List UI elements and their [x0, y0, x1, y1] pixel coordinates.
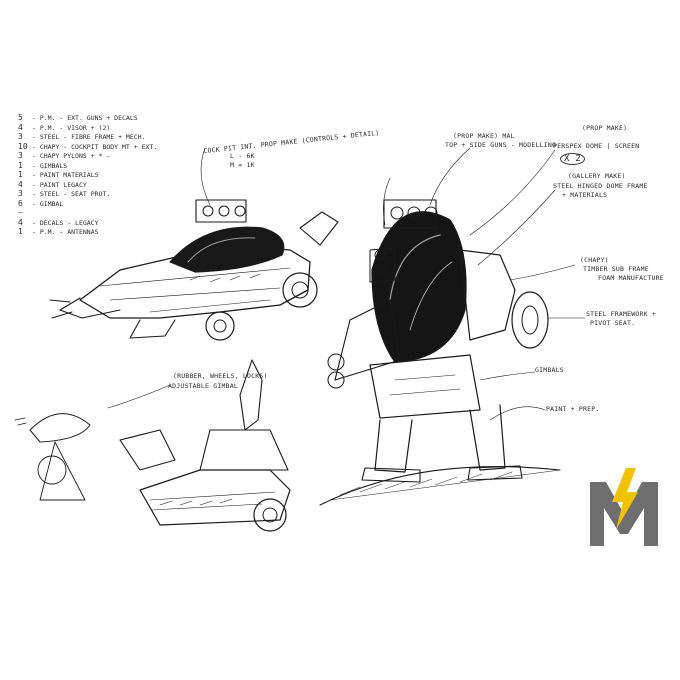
list-item: 3- CHAPY PYLONS + * -	[18, 151, 111, 160]
list-item: 4- P.M. - VISOR + (2)	[18, 122, 111, 132]
top-side-guns-note: TOP + SIDE GUNS - MODELLING	[445, 141, 557, 149]
steel-framework-note: STEEL FRAMEWORK +	[586, 310, 656, 318]
prop-make-note: (PROP MAKE)	[582, 124, 628, 132]
list-item: 1- GIMBALS	[18, 160, 68, 170]
materials-list: 5- P.M. - EXT. GUNS + DECALS 4- P.M. - V…	[18, 113, 157, 237]
list-item: 3- STEEL - FIBRE FRAME + MECH.	[18, 132, 146, 141]
vehicle-mode-sketch	[49, 199, 339, 341]
list-item: 1- P.M. - ANTENNAS	[18, 227, 99, 236]
walker-mode-sketch	[319, 199, 561, 506]
cockpit-l-note: L - 6K	[230, 152, 255, 160]
materials-note: + MATERIALS	[562, 191, 608, 199]
rear-view-sketch	[119, 359, 291, 532]
foam-note: FOAM MANUFACTURE	[598, 274, 664, 282]
list-item: 10- CHAPY - COCKPIT BODY MT + EXT.	[18, 141, 158, 151]
list-item: 3- STEEL - SEAT PROT.	[18, 189, 111, 198]
adjustable-gimbal-note: ADJUSTABLE GIMBAL	[168, 382, 238, 390]
perspex-dome-note: PERSPEX DOME | SCREEN	[553, 142, 640, 150]
list-item: 4- PAINT LEGACY	[18, 179, 87, 189]
steel-hinged-note: STEEL HINGED DOME FRAME	[553, 182, 648, 190]
chapy-note: (CHAPY)	[580, 256, 609, 264]
list-item: 4- DECALS - LEGACY	[18, 217, 99, 227]
rubber-note: (RUBBER, WHEELS, LOCKS)	[173, 372, 268, 380]
list-item: 1- PAINT MATERIALS	[18, 170, 99, 179]
m-lightning-logo	[590, 468, 658, 546]
list-item: 6- GIMBAL	[18, 198, 64, 208]
paint-prep-note: PAINT + PREP.	[546, 405, 600, 413]
cockpit-m-note: M = 1K	[230, 161, 255, 169]
prop-make-mal-note: (PROP MAKE) MAL	[453, 132, 515, 140]
gimbals-note: GIMBALS	[535, 366, 564, 374]
gallery-make-note: (GALLERY MAKE)	[568, 172, 626, 180]
list-item: 5- P.M. - EXT. GUNS + DECALS	[18, 113, 138, 122]
annotation-leaders	[107, 147, 586, 421]
list-item: —	[18, 208, 23, 217]
gimbal-sketch	[14, 413, 91, 501]
timber-note: TIMBER SUB FRAME	[583, 265, 649, 273]
quantity-x2-note: X 2	[560, 153, 585, 165]
pivot-seat-note: PIVOT SEAT.	[590, 319, 636, 327]
